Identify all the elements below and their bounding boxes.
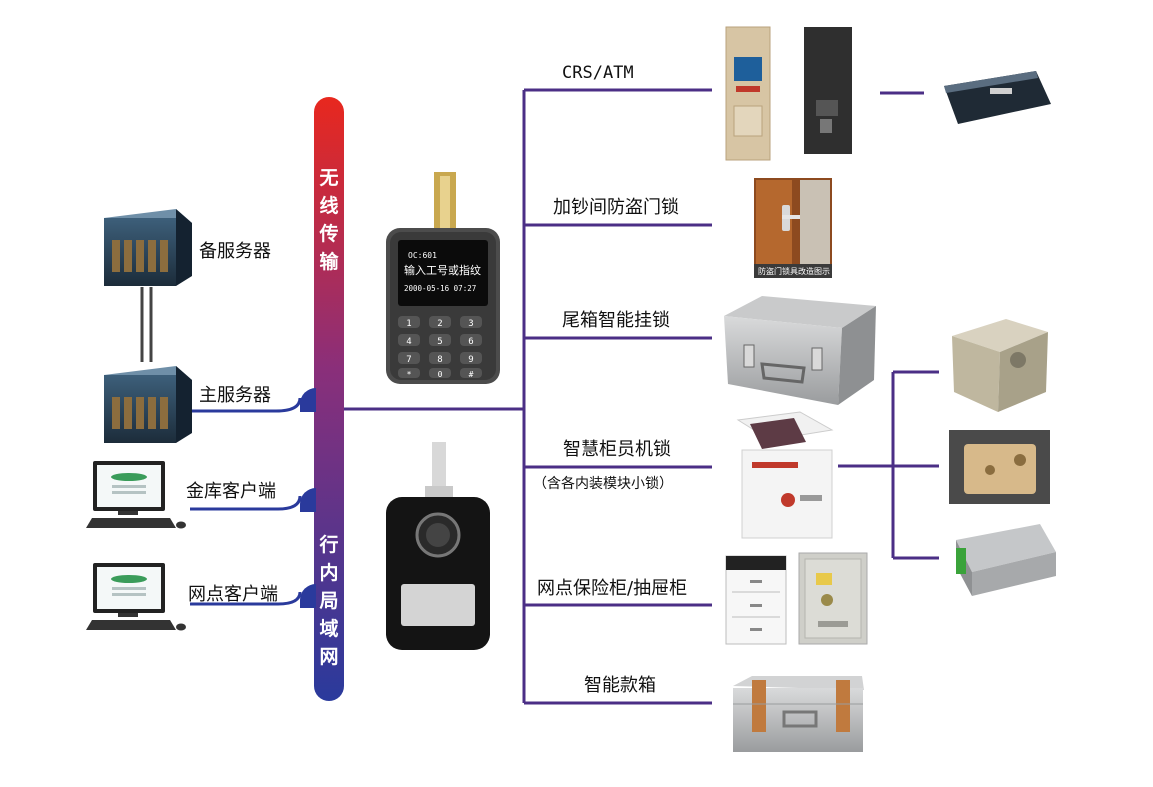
branch-label-safe-drawer: 网点保险柜/抽屉柜 xyxy=(537,578,687,599)
svg-text:9: 9 xyxy=(468,355,473,365)
svg-text:7: 7 xyxy=(406,355,411,365)
fingerprint-key xyxy=(386,442,490,650)
svg-text:内: 内 xyxy=(319,561,338,584)
anti-theft-door-photo: 防盗门锁具改造图示 xyxy=(754,178,832,278)
svg-text:无: 无 xyxy=(319,167,338,189)
svg-text:线: 线 xyxy=(319,194,338,217)
svg-text:4: 4 xyxy=(406,337,411,347)
branch-label-smart-counter: 智慧柜员机锁 xyxy=(563,439,671,460)
branch-label-crs-atm: CRS/ATM xyxy=(562,63,634,83)
svg-text:6: 6 xyxy=(468,337,473,347)
smart-cash-box-photo xyxy=(733,676,864,752)
door-caption: 防盗门锁具改造图示 xyxy=(758,266,830,276)
tree-lines xyxy=(344,88,939,705)
client-links xyxy=(190,397,302,606)
branch-label-tail-box: 尾箱智能挂锁 xyxy=(562,310,670,331)
svg-text:*: * xyxy=(407,370,412,379)
branch-client-label: 网点客户端 xyxy=(188,584,278,605)
bus-label-wireless: 无 线 传 输 xyxy=(318,167,339,273)
lcd-line-3: 2000-05-16 07:27 xyxy=(404,284,476,293)
branch-label-anti-theft-door: 加钞间防盗门锁 xyxy=(553,197,679,218)
svg-text:0: 0 xyxy=(438,370,443,379)
lcd-line-1: OC:601 xyxy=(408,251,437,260)
terminal-keypad: 1 2 3 4 5 6 7 8 9 * 0 # xyxy=(398,316,482,379)
lcd-line-2: 输入工号或指纹 xyxy=(404,263,481,277)
drawer-cabinet-photo xyxy=(725,555,787,645)
svg-text:传: 传 xyxy=(318,222,338,245)
module-lock-photo-3 xyxy=(956,524,1056,596)
crs-atm-photo xyxy=(725,26,852,161)
svg-text:3: 3 xyxy=(468,319,473,329)
svg-text:输: 输 xyxy=(319,250,339,273)
handheld-terminal: OC:601 输入工号或指纹 2000-05-16 07:27 1 2 3 4 … xyxy=(386,172,500,384)
branch-client-computer-icon xyxy=(86,563,186,631)
svg-text:#: # xyxy=(469,370,474,379)
backup-server-icon xyxy=(104,209,192,286)
bus-connectors xyxy=(300,388,316,608)
main-server-icon xyxy=(104,366,192,443)
svg-text:5: 5 xyxy=(437,337,442,347)
module-lock-photo-1 xyxy=(952,319,1048,412)
svg-text:网: 网 xyxy=(319,646,338,668)
tail-box-photo xyxy=(724,296,876,405)
svg-text:局: 局 xyxy=(319,590,338,612)
svg-text:域: 域 xyxy=(319,617,338,640)
branch-label-smart-box: 智能款箱 xyxy=(584,675,656,696)
network-bus xyxy=(314,97,344,701)
module-lock-photo-2 xyxy=(949,430,1050,504)
bus-label-lan: 行 内 局 域 网 xyxy=(318,533,338,668)
svg-text:行: 行 xyxy=(318,533,338,556)
safe-photo xyxy=(798,552,868,645)
svg-text:8: 8 xyxy=(437,355,442,365)
server-redundancy-link xyxy=(140,287,153,362)
svg-text:2: 2 xyxy=(437,319,442,329)
smart-teller-machine-photo xyxy=(736,411,834,539)
branch-label-smart-counter-note: （含各内装模块小锁） xyxy=(533,476,673,492)
svg-text:1: 1 xyxy=(406,319,411,329)
backup-server-label: 备服务器 xyxy=(199,241,271,262)
vault-client-computer-icon xyxy=(86,461,186,529)
cash-cassette-photo xyxy=(944,71,1051,124)
main-server-label: 主服务器 xyxy=(199,385,271,406)
vault-client-label: 金库客户端 xyxy=(186,481,276,502)
